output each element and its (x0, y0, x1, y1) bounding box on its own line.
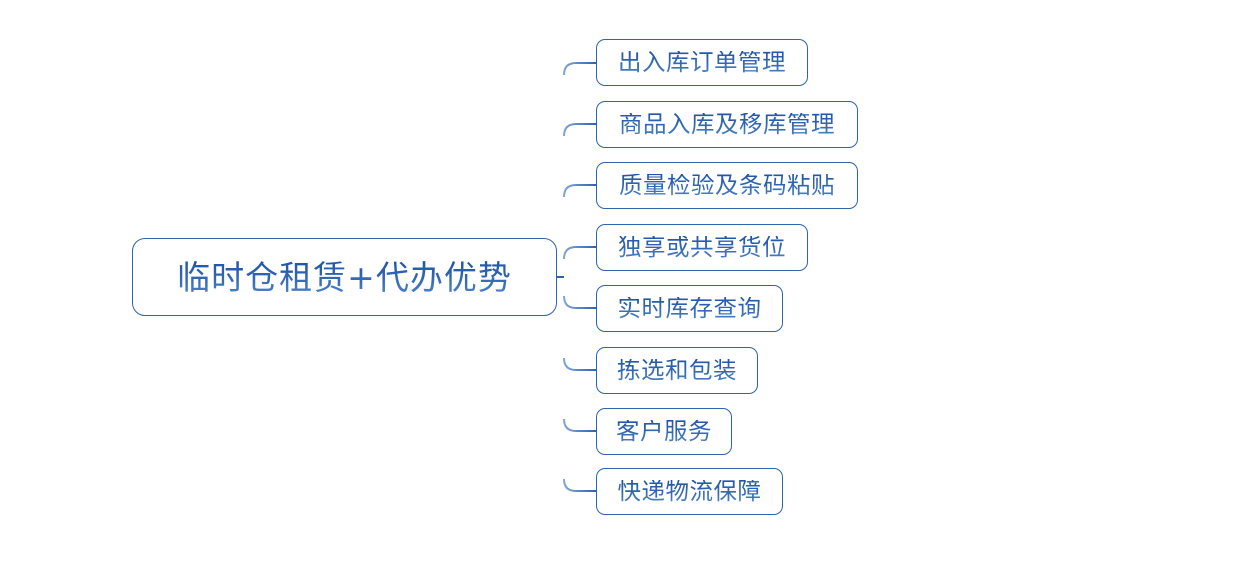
connector-branch-8 (563, 478, 596, 492)
connector-branch-2 (563, 123, 596, 137)
child-node-8[interactable]: 快递物流保障 (596, 468, 783, 515)
connector-branch-3 (563, 184, 596, 198)
connector-branch-7 (563, 418, 596, 432)
child-node-4[interactable]: 独享或共享货位 (596, 224, 808, 271)
connector-branch-6 (563, 357, 596, 371)
root-node[interactable]: 临时仓租赁+代办优势 (132, 238, 557, 316)
child-node-3[interactable]: 质量检验及条码粘贴 (596, 162, 858, 209)
child-node-6[interactable]: 拣选和包装 (596, 347, 758, 394)
child-node-5[interactable]: 实时库存查询 (596, 285, 783, 332)
connector-branch-4 (563, 246, 596, 260)
root-node-label: 临时仓租赁+代办优势 (177, 257, 512, 297)
child-node-2[interactable]: 商品入库及移库管理 (596, 101, 858, 148)
child-node-7-label: 客户服务 (616, 416, 712, 445)
child-node-6-label: 拣选和包装 (617, 355, 737, 384)
child-node-3-label: 质量检验及条码粘贴 (619, 170, 835, 199)
child-node-1-label: 出入库订单管理 (618, 47, 786, 76)
connector-branch-1 (563, 62, 596, 76)
child-node-4-label: 独享或共享货位 (618, 232, 786, 261)
child-node-1[interactable]: 出入库订单管理 (596, 39, 808, 86)
child-node-2-label: 商品入库及移库管理 (619, 109, 835, 138)
child-node-7[interactable]: 客户服务 (596, 408, 732, 455)
child-node-8-label: 快递物流保障 (617, 476, 762, 505)
child-node-5-label: 实时库存查询 (617, 293, 762, 322)
connector-branch-5 (563, 295, 596, 309)
